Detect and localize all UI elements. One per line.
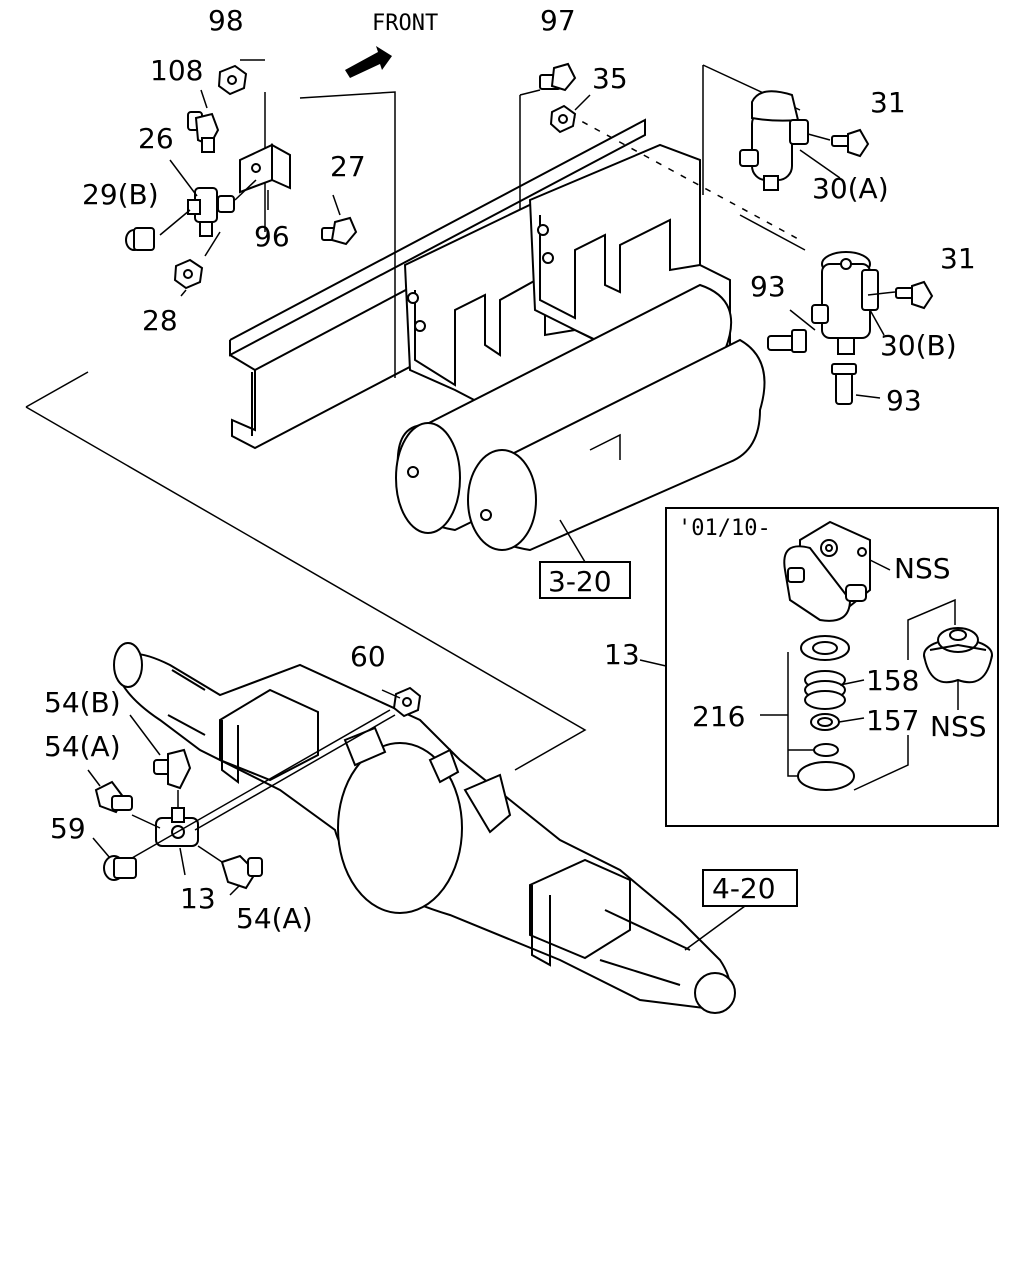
nut-98 bbox=[217, 64, 248, 96]
label-108: 108 bbox=[150, 54, 203, 87]
centerline bbox=[569, 114, 801, 241]
label-98: 98 bbox=[208, 4, 244, 37]
label-35: 35 bbox=[592, 62, 628, 95]
part-labels: 98 108 26 29(B) 27 96 28 97 35 31 30(A) … bbox=[44, 4, 987, 935]
fitting-93-bottom bbox=[831, 363, 857, 405]
label-nss-body: NSS bbox=[894, 552, 951, 585]
inset-date: '01/10- bbox=[678, 516, 771, 541]
front-arrow-icon bbox=[345, 46, 392, 78]
label-13-inset: 13 bbox=[604, 638, 640, 671]
valve-group-left bbox=[125, 64, 358, 297]
ref-4-20-label: 4-20 bbox=[712, 872, 776, 905]
nut-35 bbox=[549, 104, 577, 134]
label-54a-upper: 54(A) bbox=[44, 730, 121, 763]
bracket-96 bbox=[239, 143, 291, 194]
bolt-27 bbox=[321, 216, 358, 246]
label-60: 60 bbox=[350, 640, 386, 673]
label-97: 97 bbox=[540, 4, 576, 37]
air-tank-rear bbox=[467, 338, 766, 552]
label-29b: 29(B) bbox=[82, 178, 159, 211]
bolt-31-upper bbox=[831, 128, 870, 158]
o-ring-large bbox=[797, 761, 855, 791]
label-30b: 30(B) bbox=[880, 329, 957, 362]
ref-3-20-label: 3-20 bbox=[548, 565, 612, 598]
seat-216 bbox=[800, 635, 850, 661]
bolt-97 bbox=[539, 62, 577, 92]
rear-axle bbox=[113, 642, 736, 1014]
fitting-29b bbox=[125, 227, 155, 251]
ring-157 bbox=[810, 713, 840, 731]
label-54b: 54(B) bbox=[44, 686, 121, 719]
o-ring-small bbox=[813, 743, 839, 757]
elbow-54a-upper bbox=[94, 780, 133, 814]
inset-detail-13: '01/10- bbox=[639, 507, 999, 827]
elbow-54b bbox=[153, 748, 192, 790]
label-28: 28 bbox=[142, 304, 178, 337]
label-216: 216 bbox=[692, 700, 745, 733]
label-54a-lower: 54(A) bbox=[236, 902, 313, 935]
ref-3-20[interactable]: 3-20 bbox=[539, 519, 631, 599]
label-31-upper: 31 bbox=[870, 86, 906, 119]
valve-body bbox=[783, 520, 871, 622]
elbow-108 bbox=[187, 111, 220, 153]
label-158: 158 bbox=[866, 664, 919, 697]
label-nss-diaphragm: NSS bbox=[930, 710, 987, 743]
front-indicator: FRONT bbox=[345, 11, 438, 78]
valve-30b bbox=[811, 251, 879, 355]
label-157: 157 bbox=[866, 704, 919, 737]
label-31-lower: 31 bbox=[940, 242, 976, 275]
label-93-bottom: 93 bbox=[886, 384, 922, 417]
label-27: 27 bbox=[330, 150, 366, 183]
nut-28 bbox=[173, 258, 204, 290]
label-96: 96 bbox=[254, 220, 290, 253]
label-13-axle: 13 bbox=[180, 882, 216, 915]
label-93-side: 93 bbox=[750, 270, 786, 303]
label-26: 26 bbox=[138, 122, 174, 155]
diaphragm-nss bbox=[923, 627, 993, 684]
ref-4-20[interactable]: 4-20 bbox=[684, 869, 798, 951]
label-30a: 30(A) bbox=[812, 172, 889, 205]
valve-30a bbox=[739, 90, 809, 191]
front-label: FRONT bbox=[372, 11, 438, 36]
bolt-59 bbox=[103, 855, 137, 881]
valve-group-right bbox=[539, 62, 934, 405]
frame-assembly bbox=[229, 59, 806, 552]
nut-60 bbox=[392, 686, 422, 718]
fitting-93-side bbox=[767, 329, 807, 353]
bolt-31-lower bbox=[895, 280, 934, 310]
axle-fittings bbox=[87, 686, 422, 896]
spring-158 bbox=[804, 670, 846, 710]
label-59: 59 bbox=[50, 812, 86, 845]
elbow-54a-lower bbox=[220, 854, 263, 890]
tee-26 bbox=[187, 187, 235, 237]
